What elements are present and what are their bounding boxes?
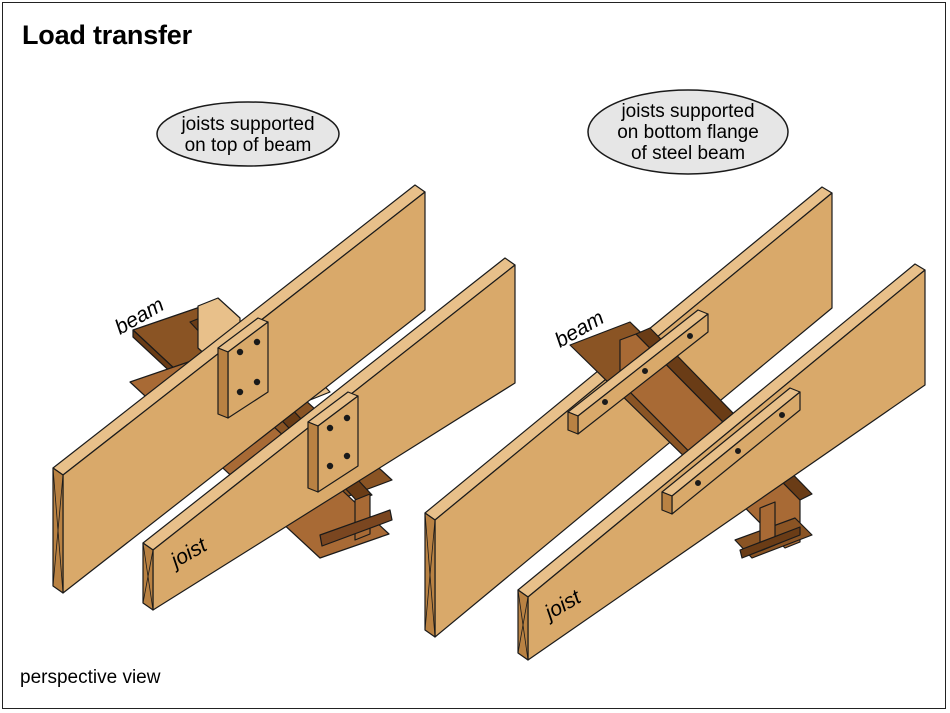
right-callout-line3: of steel beam bbox=[631, 143, 745, 164]
view-caption: perspective view bbox=[20, 667, 161, 688]
right-back-cleat bbox=[567, 309, 709, 435]
left-front-plate bbox=[307, 391, 359, 493]
right-beam-bottom-edge bbox=[739, 526, 801, 559]
left-callout-line2: on top of beam bbox=[185, 135, 312, 156]
left-back-plate bbox=[217, 317, 269, 419]
diagram-title: Load transfer bbox=[22, 20, 192, 50]
right-callout-line2: on bottom flange bbox=[617, 122, 759, 143]
left-callout-line1: joists supported bbox=[180, 114, 314, 135]
right-assembly: beam joist joists supported on bottom fl… bbox=[424, 89, 926, 661]
left-callout: joists supported on top of beam bbox=[156, 101, 340, 167]
right-front-cleat bbox=[661, 387, 801, 515]
right-callout: joists supported on bottom flange of ste… bbox=[587, 89, 789, 175]
right-callout-line1: joists supported bbox=[620, 101, 754, 122]
left-beam-end-bottom bbox=[319, 509, 393, 547]
left-assembly: beam joist joists supported on top of be… bbox=[52, 101, 516, 611]
